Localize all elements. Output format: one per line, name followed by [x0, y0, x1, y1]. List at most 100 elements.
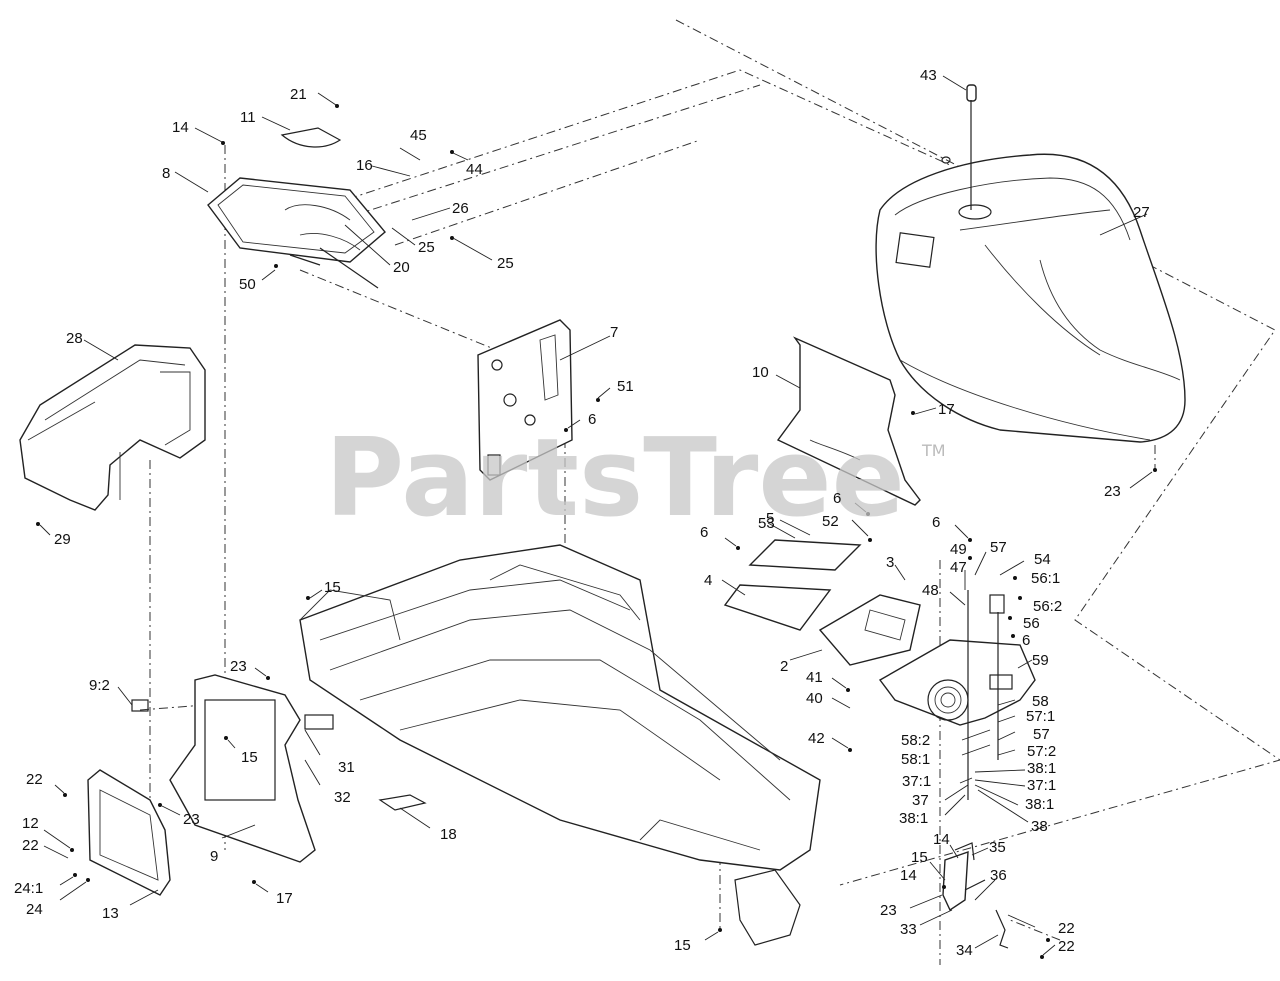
- callout-6a: 6: [588, 411, 596, 428]
- callout-41: 41: [806, 669, 823, 686]
- callout-49: 49: [950, 541, 967, 558]
- callout-38-1a: 38:1: [1027, 760, 1056, 777]
- callout-37: 37: [912, 792, 929, 809]
- callout-27: 27: [1133, 204, 1150, 221]
- callout-53: 53: [758, 515, 775, 532]
- watermark-text: PartsTree: [325, 416, 905, 541]
- callout-22d: 22: [1058, 938, 1075, 955]
- side-panel-9: [131, 674, 316, 863]
- vertical-panel-7: [477, 319, 573, 481]
- callout-48: 48: [922, 582, 939, 599]
- callout-11: 11: [240, 109, 256, 126]
- callout-labels: 21 11 14 45 16 44 8 26 25 25 20 50 43 27…: [14, 67, 1150, 959]
- callout-23c: 23: [183, 811, 200, 828]
- lever-parts: [942, 842, 1009, 949]
- callout-9: 9: [210, 848, 218, 865]
- callout-12: 12: [22, 815, 39, 832]
- callout-17b: 17: [276, 890, 293, 907]
- callout-29: 29: [54, 531, 71, 548]
- callout-24: 24: [26, 901, 43, 918]
- side-shroud-10: [776, 336, 921, 506]
- seat-28: [19, 344, 206, 511]
- callout-36: 36: [990, 867, 1007, 884]
- callout-38-1b: 38:1: [1025, 796, 1054, 813]
- callout-32: 32: [334, 789, 351, 806]
- callout-23b: 23: [230, 658, 247, 675]
- hood-cover-27: [875, 153, 1186, 443]
- upper-plate-8: [207, 127, 386, 289]
- callout-34: 34: [956, 942, 973, 959]
- callout-15c: 15: [911, 849, 928, 866]
- callout-37-1a: 37:1: [902, 773, 931, 790]
- callout-4: 4: [704, 572, 712, 589]
- callout-5: 5: [766, 510, 774, 527]
- callout-8: 8: [162, 165, 170, 182]
- callout-6c: 6: [700, 524, 708, 541]
- callout-47: 47: [950, 559, 967, 576]
- callout-52: 52: [822, 513, 839, 530]
- callout-16: 16: [356, 157, 373, 174]
- callout-31: 31: [338, 759, 355, 776]
- callout-58a: 58: [1032, 693, 1049, 710]
- callout-14a: 14: [933, 831, 950, 848]
- callout-15d: 15: [674, 937, 691, 954]
- callout-38: 38: [1031, 818, 1048, 835]
- callout-10: 10: [752, 364, 769, 381]
- callout-23d: 23: [880, 902, 897, 919]
- callout-25a: 25: [418, 239, 435, 256]
- callout-15a: 15: [324, 579, 341, 596]
- callout-33: 33: [900, 921, 917, 938]
- leaders: [36, 75, 1157, 959]
- callout-45: 45: [410, 127, 427, 144]
- callout-9-2: 9:2: [89, 677, 110, 694]
- callout-35: 35: [989, 839, 1006, 856]
- callout-43: 43: [920, 67, 937, 84]
- base-plate-59: [878, 590, 1036, 800]
- callout-14: 14: [172, 119, 189, 136]
- callout-37-1b: 37:1: [1027, 777, 1056, 794]
- callout-23a: 23: [1104, 483, 1121, 500]
- callout-50: 50: [239, 276, 256, 293]
- callout-24-1: 24:1: [14, 880, 43, 897]
- chassis-frame: [299, 544, 821, 946]
- callout-6e: 6: [1022, 632, 1030, 649]
- callout-56-1: 56:1: [1031, 570, 1060, 587]
- callout-14b: 14: [900, 867, 917, 884]
- callout-51: 51: [617, 378, 634, 395]
- watermark-tm: TM: [921, 441, 946, 460]
- callout-54: 54: [1034, 551, 1051, 568]
- callout-13: 13: [102, 905, 119, 922]
- callout-22c: 22: [1058, 920, 1075, 937]
- callout-22b: 22: [22, 837, 39, 854]
- callout-15b: 15: [241, 749, 258, 766]
- floor-plates: [723, 539, 921, 666]
- callout-42: 42: [808, 730, 825, 747]
- callout-57a: 57: [990, 539, 1007, 556]
- callout-3: 3: [886, 554, 894, 571]
- callout-57-1: 57:1: [1026, 708, 1055, 725]
- callout-58-2: 58:2: [901, 732, 930, 749]
- callout-17a: 17: [938, 401, 955, 418]
- callout-22a: 22: [26, 771, 43, 788]
- callout-28: 28: [66, 330, 83, 347]
- callout-58-1a: 58:1: [901, 751, 930, 768]
- callout-40: 40: [806, 690, 823, 707]
- callout-20: 20: [393, 259, 410, 276]
- door-frame-13: [87, 769, 171, 896]
- callout-6d: 6: [932, 514, 940, 531]
- callout-57b: 57: [1033, 726, 1050, 743]
- callout-6b: 6: [833, 490, 841, 507]
- callout-56: 56: [1023, 615, 1040, 632]
- callout-2: 2: [780, 658, 788, 675]
- callout-59: 59: [1032, 652, 1049, 669]
- callout-7: 7: [610, 324, 618, 341]
- callout-57-2: 57:2: [1027, 743, 1056, 760]
- callout-44: 44: [466, 161, 483, 178]
- callout-26: 26: [452, 200, 469, 217]
- callout-38-1c: 38:1: [899, 810, 928, 827]
- callout-56-2: 56:2: [1033, 598, 1062, 615]
- callout-21: 21: [290, 86, 307, 103]
- callout-18: 18: [440, 826, 457, 843]
- dipstick-43: [966, 84, 977, 210]
